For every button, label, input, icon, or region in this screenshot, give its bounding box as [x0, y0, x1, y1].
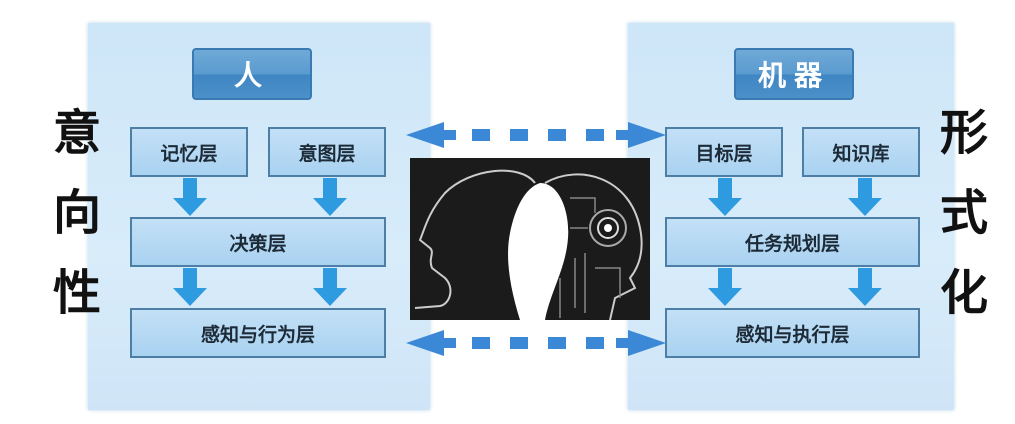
arrow-down-icon — [313, 178, 347, 216]
arrow-down-icon — [313, 268, 347, 306]
side-char: 意 — [52, 105, 101, 161]
arrow-down-icon — [708, 178, 742, 216]
double-arrow-top-icon — [406, 122, 666, 148]
task-planning-layer: 任务规划层 — [665, 217, 920, 267]
side-char: 化 — [939, 265, 988, 321]
arrow-down-icon — [173, 178, 207, 216]
memory-layer: 记忆层 — [130, 127, 248, 177]
decision-layer: 决策层 — [130, 217, 386, 267]
side-char: 性 — [52, 265, 101, 321]
perception-action-layer: 感知与行为层 — [130, 308, 386, 358]
perception-execution-layer: 感知与执行层 — [665, 308, 920, 358]
machine-side-label: 形 式 化 — [932, 93, 996, 333]
double-arrow-bottom-icon — [406, 330, 666, 356]
side-char: 形 — [939, 105, 988, 161]
human-header: 人 — [192, 48, 312, 100]
knowledge-base: 知识库 — [802, 127, 920, 177]
human-machine-head-image — [410, 158, 650, 320]
side-char: 式 — [939, 185, 988, 241]
goal-layer: 目标层 — [665, 127, 783, 177]
side-char: 向 — [52, 185, 101, 241]
arrow-down-icon — [173, 268, 207, 306]
human-side-label: 意 向 性 — [45, 93, 109, 333]
machine-header: 机器 — [734, 48, 854, 100]
intent-layer: 意图层 — [268, 127, 386, 177]
arrow-down-icon — [848, 178, 882, 216]
arrow-down-icon — [708, 268, 742, 306]
arrow-down-icon — [848, 268, 882, 306]
